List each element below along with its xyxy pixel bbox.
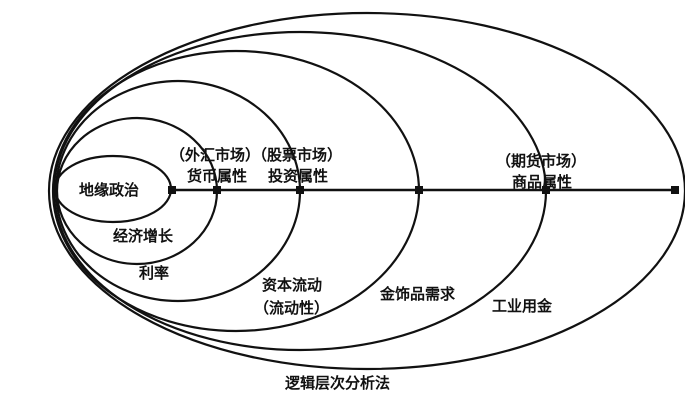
label-commodity-attribute: 商品属性	[512, 173, 572, 191]
label-stock-market: （股票市场）	[252, 146, 342, 164]
label-industrial: 工业用金	[492, 297, 553, 315]
label-jewelry: 金饰品需求	[379, 285, 456, 303]
label-interest: 利率	[139, 264, 169, 282]
label-forex-market: （外汇市场）	[170, 146, 260, 164]
ring-industrial	[47, 11, 685, 371]
node-industrial	[671, 186, 679, 194]
node-interest	[296, 186, 304, 194]
label-capital-flow-1: 资本流动	[262, 276, 322, 294]
node-growth	[213, 186, 221, 194]
node-capital-flow	[415, 186, 423, 194]
label-capital-flow-2: （流动性）	[254, 299, 329, 317]
label-futures-market: （期货市场）	[496, 152, 586, 170]
label-geopolitics: 地缘政治	[79, 181, 139, 199]
label-investment-attribute: 投资属性	[268, 167, 328, 185]
node-jewelry	[542, 186, 550, 194]
diagram-caption: 逻辑层次分析法	[285, 374, 390, 392]
node-geopolitics	[168, 186, 176, 194]
label-currency-attribute: 货币属性	[187, 167, 247, 185]
label-growth: 经济增长	[113, 227, 174, 245]
